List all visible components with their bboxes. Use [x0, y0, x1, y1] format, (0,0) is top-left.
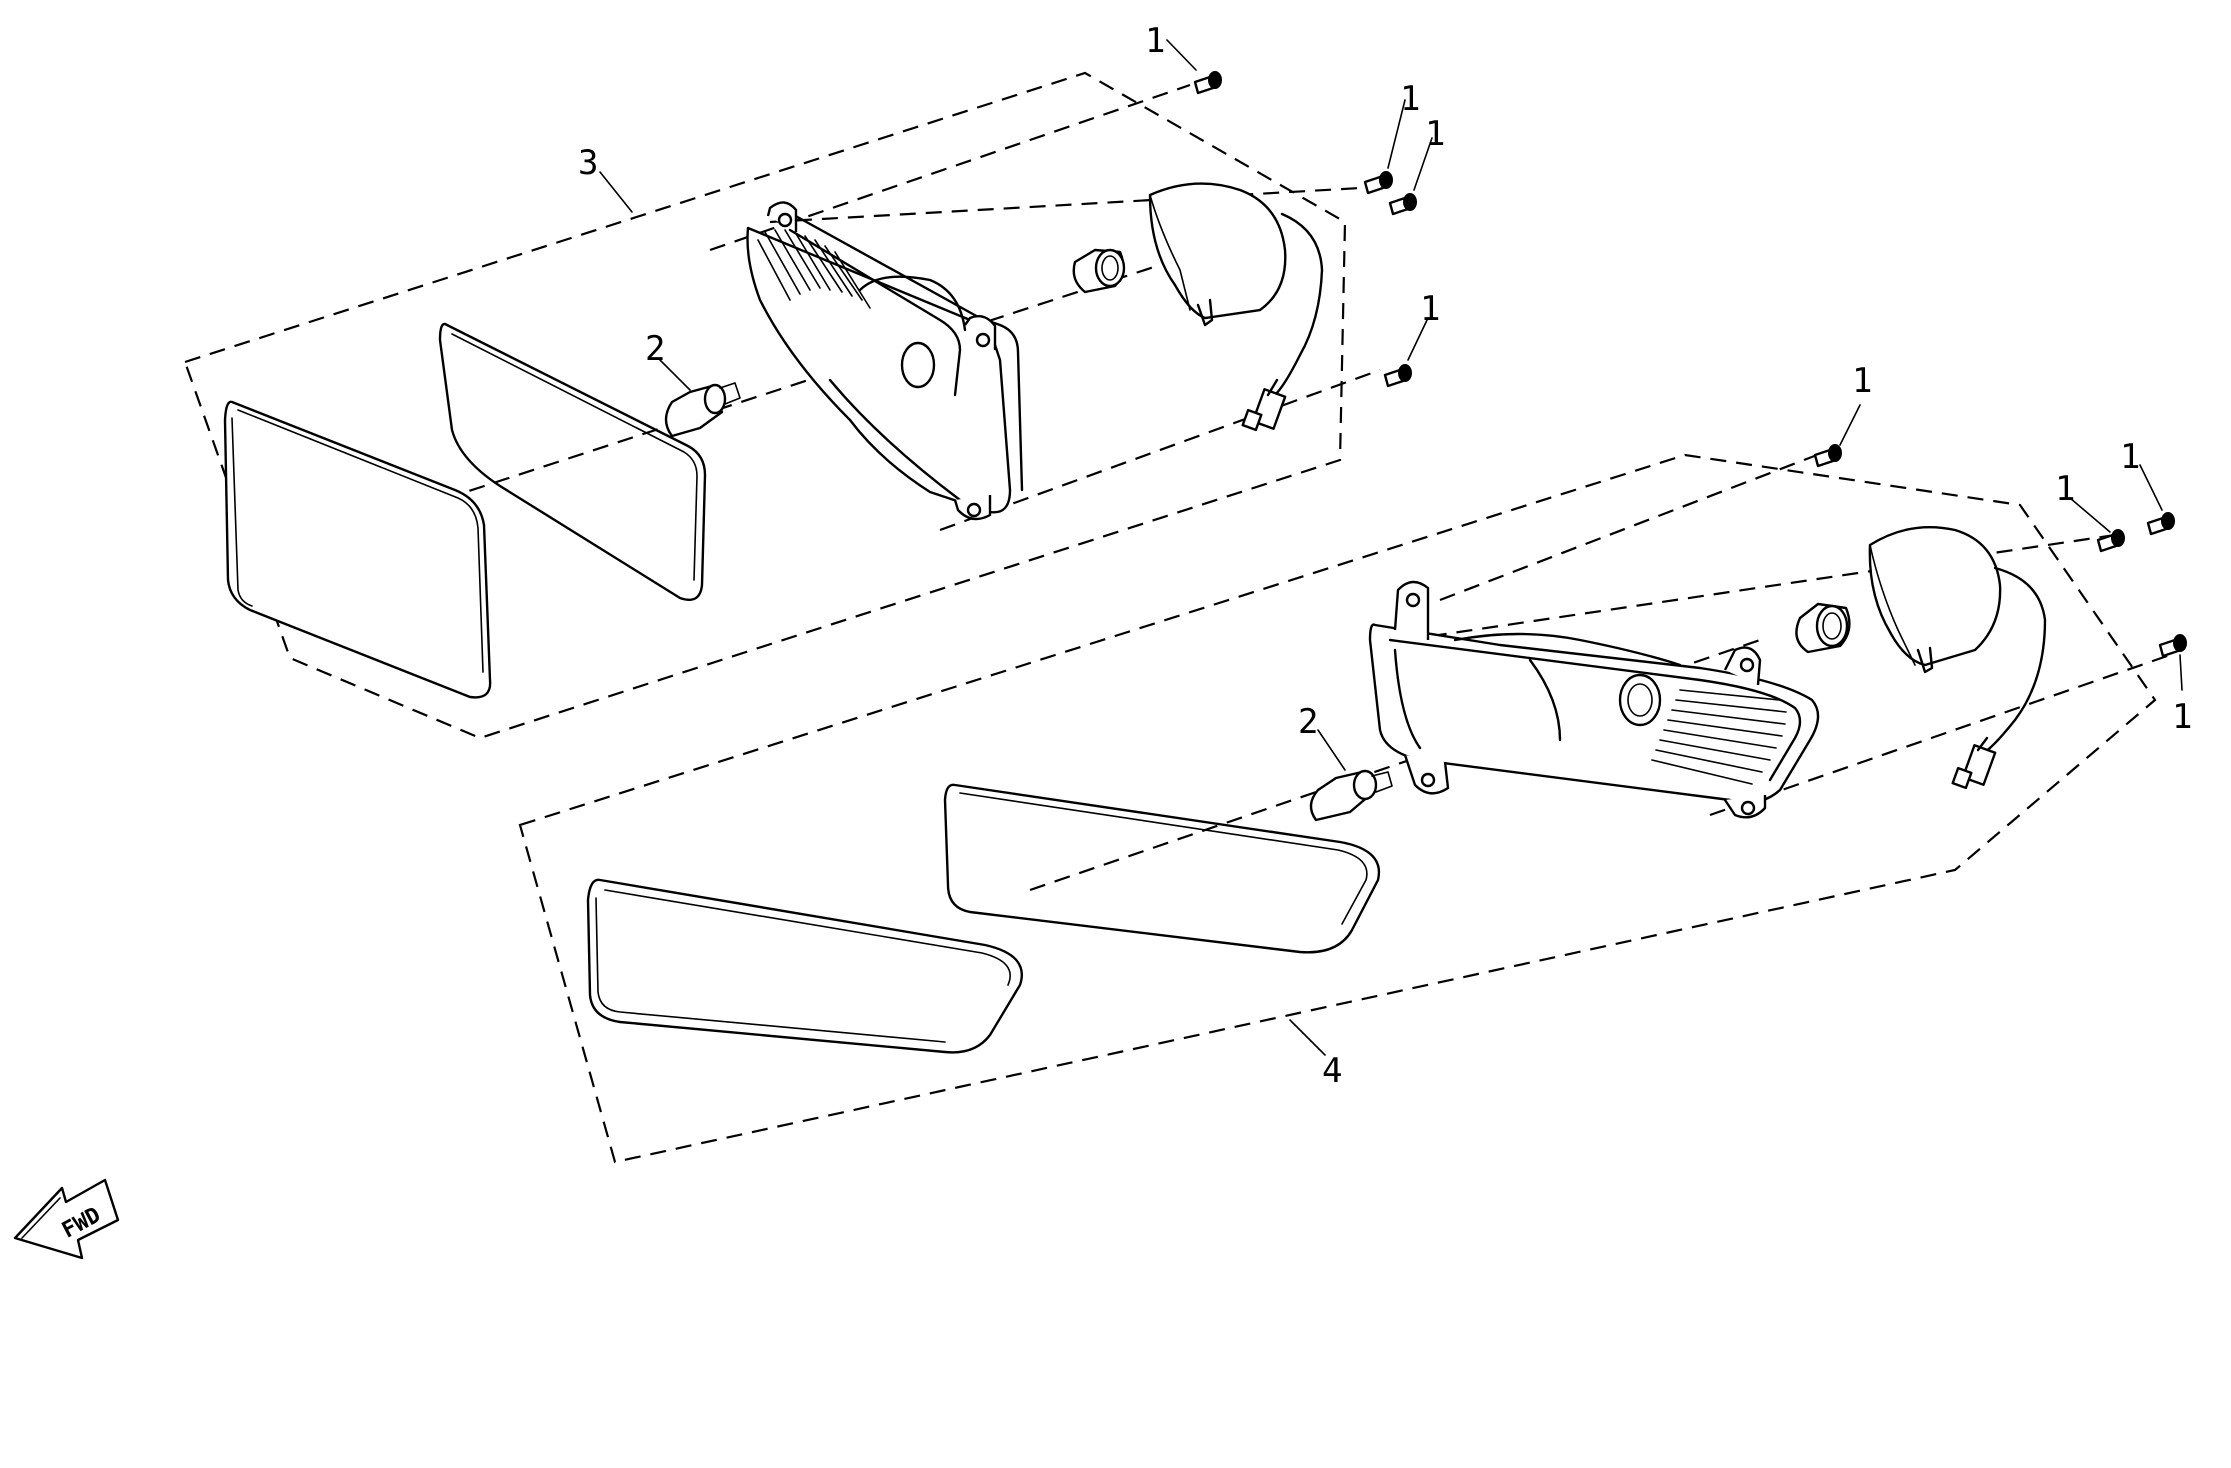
right-bulb: [1309, 769, 1393, 822]
callout-fastener-rear-a: 1: [1400, 79, 1420, 119]
left-bulb-socket: [1072, 248, 1126, 294]
leader-1-rear-a: [1387, 99, 1406, 169]
right-lamp-housing: [1368, 580, 1820, 819]
leader-2-right: [1317, 729, 1346, 771]
left-lamp-housing: [746, 201, 1024, 521]
right-screw-rear-1: [2096, 529, 2125, 553]
callout-fastener-right-rear-b: 1: [2120, 437, 2140, 477]
right-outer-lens: [586, 878, 1023, 1054]
left-assembly: 3 2 1 1 1 1: [183, 21, 1445, 740]
callout-left-bulb: 2: [645, 329, 665, 369]
leader-3: [599, 171, 633, 213]
callout-fastener-right-rear-a: 1: [2055, 469, 2075, 509]
right-axis-line-2: [1709, 653, 2171, 817]
forward-arrow-icon: FWD: [13, 1178, 120, 1260]
right-assembly: 4 2 1 1 1 1: [518, 361, 2192, 1164]
callout-left-assembly: 3: [578, 143, 598, 183]
leader-2-left: [659, 359, 691, 391]
left-axis-line-4: [769, 186, 1361, 224]
callout-fastener-right-top: 1: [1852, 361, 1872, 401]
leader-1-top: [1166, 39, 1197, 71]
left-rear-cover: [1148, 182, 1324, 432]
right-axis-line-3: [1404, 533, 2116, 642]
leader-1-right-lower: [2179, 654, 2183, 691]
callout-fastener-rear-b: 1: [1425, 114, 1445, 154]
right-assembly-boundary: [518, 453, 2157, 1164]
right-screw-top: [1813, 444, 1842, 468]
leader-1-right-top: [1839, 404, 1861, 446]
right-screw-lower: [2158, 634, 2187, 658]
left-bulb: [664, 382, 741, 438]
leader-1-right-rear-b: [2139, 464, 2163, 511]
left-screw-lower: [1383, 364, 1412, 388]
callout-fastener-top: 1: [1145, 21, 1165, 61]
right-rear-cover: [1868, 525, 2047, 790]
left-assembly-boundary: [183, 71, 1347, 740]
leader-4: [1289, 1019, 1326, 1056]
callout-right-assembly: 4: [1322, 1051, 1342, 1091]
left-screw-rear-1: [1363, 171, 1393, 195]
callout-right-bulb: 2: [1298, 702, 1318, 742]
leader-1-lower: [1407, 317, 1429, 361]
right-axis-line-4: [1439, 448, 1831, 602]
left-axis-line-3: [939, 368, 1381, 532]
callout-fastener-right-lower: 1: [2172, 697, 2192, 737]
right-screw-rear-2: [2146, 512, 2175, 536]
left-screw-rear-2: [1388, 193, 1417, 216]
right-gasket: [943, 783, 1381, 954]
leader-1-rear-b: [1413, 137, 1433, 191]
callout-fastener-lower: 1: [1420, 289, 1440, 329]
leader-1-right-rear-a: [2069, 497, 2111, 533]
left-gasket: [438, 322, 707, 602]
right-bulb-socket: [1795, 602, 1851, 654]
left-outer-lens: [223, 400, 492, 699]
left-screw-top: [1193, 71, 1222, 95]
